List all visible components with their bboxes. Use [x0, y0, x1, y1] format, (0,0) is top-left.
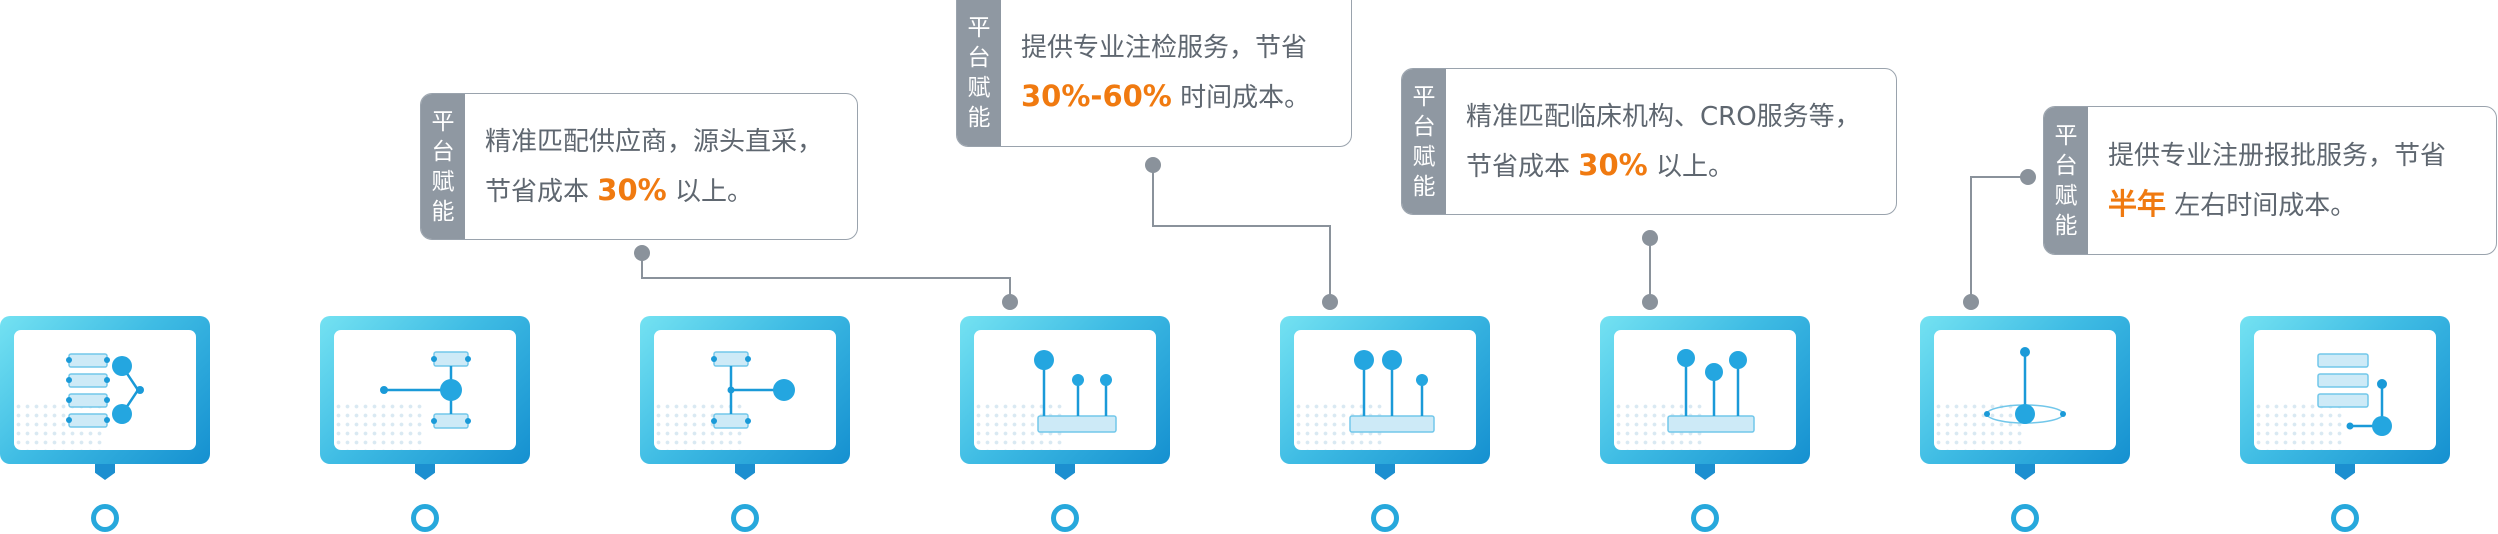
callout-tag: 平 台 赋 能 [1402, 69, 1446, 214]
monitor-screen [1614, 330, 1796, 450]
callout-tag: 平 台 赋 能 [2044, 107, 2088, 254]
dot-pattern [334, 402, 424, 450]
callout-line-2: 节省成本 30% 以上。 [485, 172, 753, 207]
connector-4 [1970, 176, 2028, 302]
monitor-screen [2254, 330, 2436, 450]
callout-registration: 平 台 赋 能 提供专业注册报批服务，节省 半年 左右时间成本。 [2043, 106, 2497, 255]
callout-line-2: 30%-60% 时间成本。 [1021, 79, 1311, 113]
step-marker [731, 504, 759, 532]
highlight-value: 半年 [2108, 186, 2167, 221]
branch-node-icon [711, 351, 795, 429]
callout-clinical: 平 台 赋 能 精准匹配临床机构、CRO服务等， 节省成本 30% 以上。 [1401, 68, 1897, 215]
monitor-stand [1695, 464, 1715, 480]
highlight-value: 30%-60% [1021, 79, 1172, 113]
monitor-7 [1920, 316, 2130, 464]
monitor-screen [334, 330, 516, 450]
connector-4-dot-top [2020, 169, 2036, 185]
monitor-stand [1055, 464, 1075, 480]
step-marker [2011, 504, 2039, 532]
step-marker [411, 504, 439, 532]
callout-text: 精准匹配供应商，源头直采， 节省成本 30% 以上。 [485, 94, 843, 239]
callout-line-1: 精准匹配供应商，源头直采， [485, 126, 824, 157]
monitor-stand [735, 464, 755, 480]
highlight-value: 30% [597, 172, 667, 207]
callout-line-2: 半年 左右时间成本。 [2108, 186, 2357, 221]
connector-1 [641, 253, 1011, 302]
monitor-4 [960, 316, 1170, 464]
monitor-1 [0, 316, 210, 464]
callout-tag: 平 台 赋 能 [957, 0, 1001, 146]
connector-2-dot-top [1145, 157, 1161, 173]
monitor-screen [974, 330, 1156, 450]
callout-testing: 平 台 赋 能 提供专业注检服务，节省 30%-60% 时间成本。 [956, 0, 1352, 147]
monitor-screen [14, 330, 196, 450]
dot-pattern [2254, 402, 2344, 450]
orbit-molecule-icon [1984, 347, 2066, 424]
connector-1-dot-bottom [1002, 294, 1018, 310]
test-tubes-rack-icon [1034, 350, 1117, 433]
callout-text: 提供专业注册报批服务，节省 半年 左右时间成本。 [2108, 107, 2482, 254]
callout-line-1: 提供专业注检服务，节省 [1021, 33, 1308, 63]
linked-node-icon [380, 351, 471, 429]
callout-text: 提供专业注检服务，节省 30%-60% 时间成本。 [1021, 0, 1337, 146]
dot-pattern [1934, 402, 2024, 450]
connector-3-dot-bottom [1642, 294, 1658, 310]
monitor-screen [1294, 330, 1476, 450]
monitor-5 [1280, 316, 1490, 464]
callout-line-1: 精准匹配临床机构、CRO服务等， [1466, 101, 1861, 132]
monitor-screen [654, 330, 836, 450]
monitor-2 [320, 316, 530, 464]
monitor-screen [1934, 330, 2116, 450]
monitor-stand [2335, 464, 2355, 480]
callout-line-2: 节省成本 30% 以上。 [1466, 147, 1734, 182]
molecule-rack-icon [1667, 349, 1755, 433]
callout-line-1: 提供专业注册报批服务，节省 [2108, 140, 2447, 171]
monitor-stand [415, 464, 435, 480]
monitor-6 [1600, 316, 1810, 464]
step-marker [1051, 504, 1079, 532]
callout-suppliers: 平 台 赋 能 精准匹配供应商，源头直采， 节省成本 30% 以上。 [420, 93, 858, 240]
monitor-8 [2240, 316, 2450, 464]
monitor-3 [640, 316, 850, 464]
balloon-rack-icon [1349, 350, 1435, 433]
step-marker [2331, 504, 2359, 532]
monitor-stand [2015, 464, 2035, 480]
step-marker [1691, 504, 1719, 532]
step-marker [91, 504, 119, 532]
callout-text: 精准匹配临床机构、CRO服务等， 节省成本 30% 以上。 [1466, 69, 1882, 214]
step-marker [1371, 504, 1399, 532]
monitor-stand [1375, 464, 1395, 480]
database-node-icon [2317, 353, 2392, 436]
connector-3-dot-top [1642, 230, 1658, 246]
connector-2-dot-bottom [1322, 294, 1338, 310]
monitor-stand [95, 464, 115, 480]
callout-tag: 平 台 赋 能 [421, 94, 465, 239]
highlight-value: 30% [1578, 147, 1648, 182]
connector-2 [1152, 165, 1331, 302]
connector-1-dot-top [634, 245, 650, 261]
stacked-nodes-merge-icon [66, 353, 144, 428]
connector-4-dot-bottom [1963, 294, 1979, 310]
